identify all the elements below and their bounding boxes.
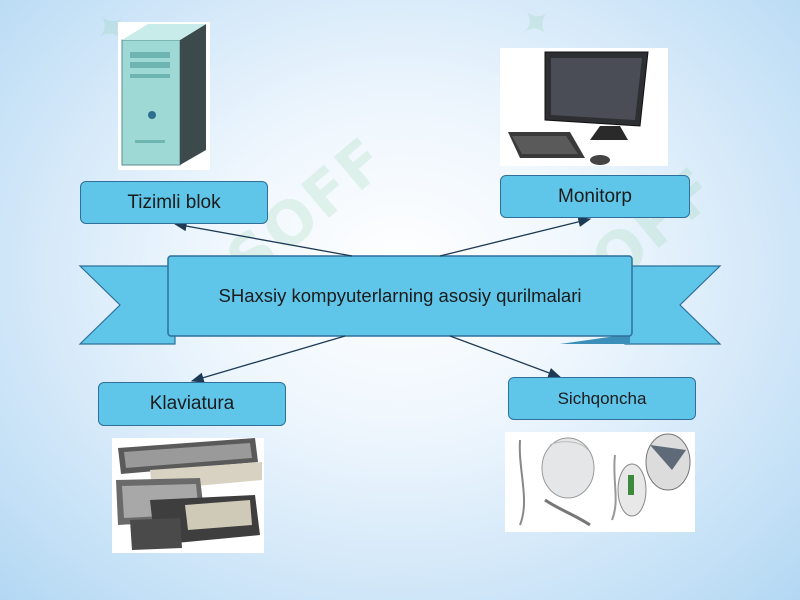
system-unit-icon (118, 22, 210, 170)
mouse-icon (505, 432, 695, 532)
label-monitor: Monitorp (500, 175, 690, 218)
ribbon-banner (78, 255, 722, 345)
monitor-icon (500, 48, 668, 166)
arrow-to-system-unit (173, 220, 353, 257)
central-title: SHaxsiy kompyuterlarning asosiy qurilmal… (218, 285, 582, 306)
label-keyboard: Klaviatura (98, 382, 286, 426)
label-mouse: Sichqoncha (508, 377, 696, 420)
ribbon-left-tail (78, 265, 176, 345)
arrow-to-mouse (449, 335, 562, 378)
ribbon-right-tail (624, 265, 722, 345)
keyboard-icon (112, 438, 264, 553)
ribbon-center (167, 255, 633, 337)
arrow-to-monitor (439, 216, 592, 257)
arrow-to-keyboard (190, 335, 346, 383)
label-system-unit: Tizimli blok (80, 181, 268, 224)
